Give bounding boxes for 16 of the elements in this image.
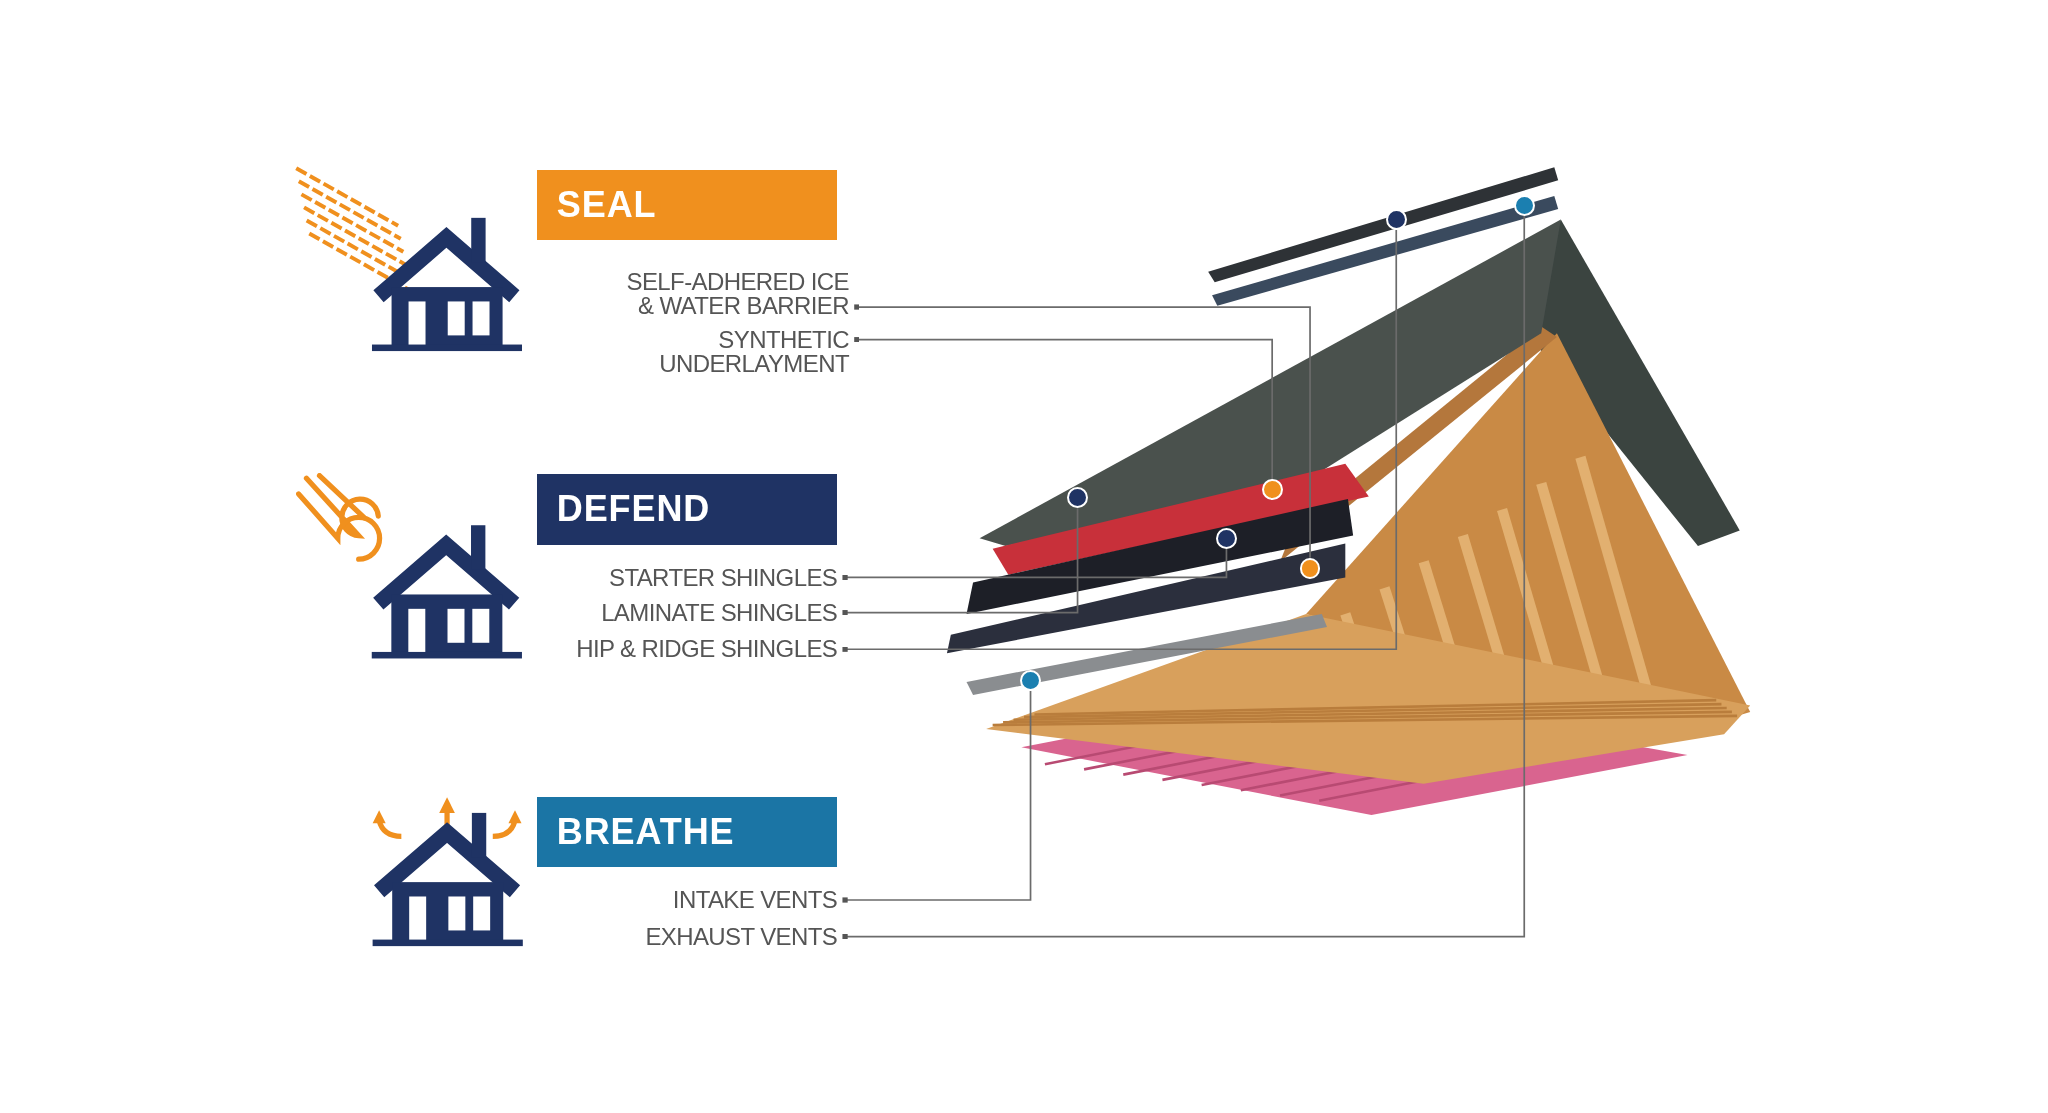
seal-banner: SEAL: [536, 169, 838, 241]
layer-label: SELF-ADHERED ICE & WATER BARRIER: [620, 270, 849, 319]
layer-label: INTAKE VENTS: [517, 888, 838, 913]
leader-line: [842, 507, 1079, 616]
leader-line: [842, 214, 1526, 940]
layer-label: EXHAUST VENTS: [517, 924, 838, 949]
layer-label: HIP & RIDGE SHINGLES: [517, 637, 838, 662]
leader-line: [842, 547, 1228, 580]
leader-line: [842, 690, 1032, 903]
layer-label: SYNTHETIC UNDERLAYMENT: [528, 327, 849, 376]
layer-label: LAMINATE SHINGLES: [517, 600, 838, 625]
breathe-banner: BREATHE: [536, 796, 838, 868]
defend-banner: DEFEND: [536, 474, 838, 545]
layer-label: STARTER SHINGLES: [517, 565, 838, 590]
leader-line: [854, 337, 1273, 481]
leader-line: [842, 229, 1398, 652]
